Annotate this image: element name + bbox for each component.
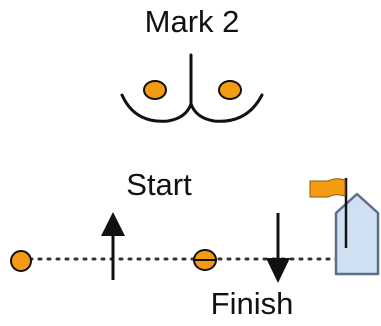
committee-flag-icon bbox=[309, 178, 346, 198]
pin-end-buoy-icon bbox=[10, 250, 32, 272]
mark-2-right-buoy-icon bbox=[218, 80, 242, 100]
finish-label: Finish bbox=[210, 286, 294, 321]
mark-2-right-rounding-curve bbox=[189, 93, 264, 123]
mark-2-left-buoy-icon bbox=[143, 80, 167, 100]
committee-boat-icon bbox=[309, 178, 380, 276]
finish-mark-buoy-icon bbox=[193, 249, 217, 271]
finish-arrow-icon bbox=[266, 213, 290, 283]
diagram-title: Mark 2 bbox=[144, 4, 240, 39]
mark-2-gate bbox=[120, 53, 264, 123]
mark-2-left-rounding-curve bbox=[120, 53, 193, 123]
start-label: Start bbox=[126, 167, 192, 202]
start-arrow-icon bbox=[101, 212, 125, 280]
